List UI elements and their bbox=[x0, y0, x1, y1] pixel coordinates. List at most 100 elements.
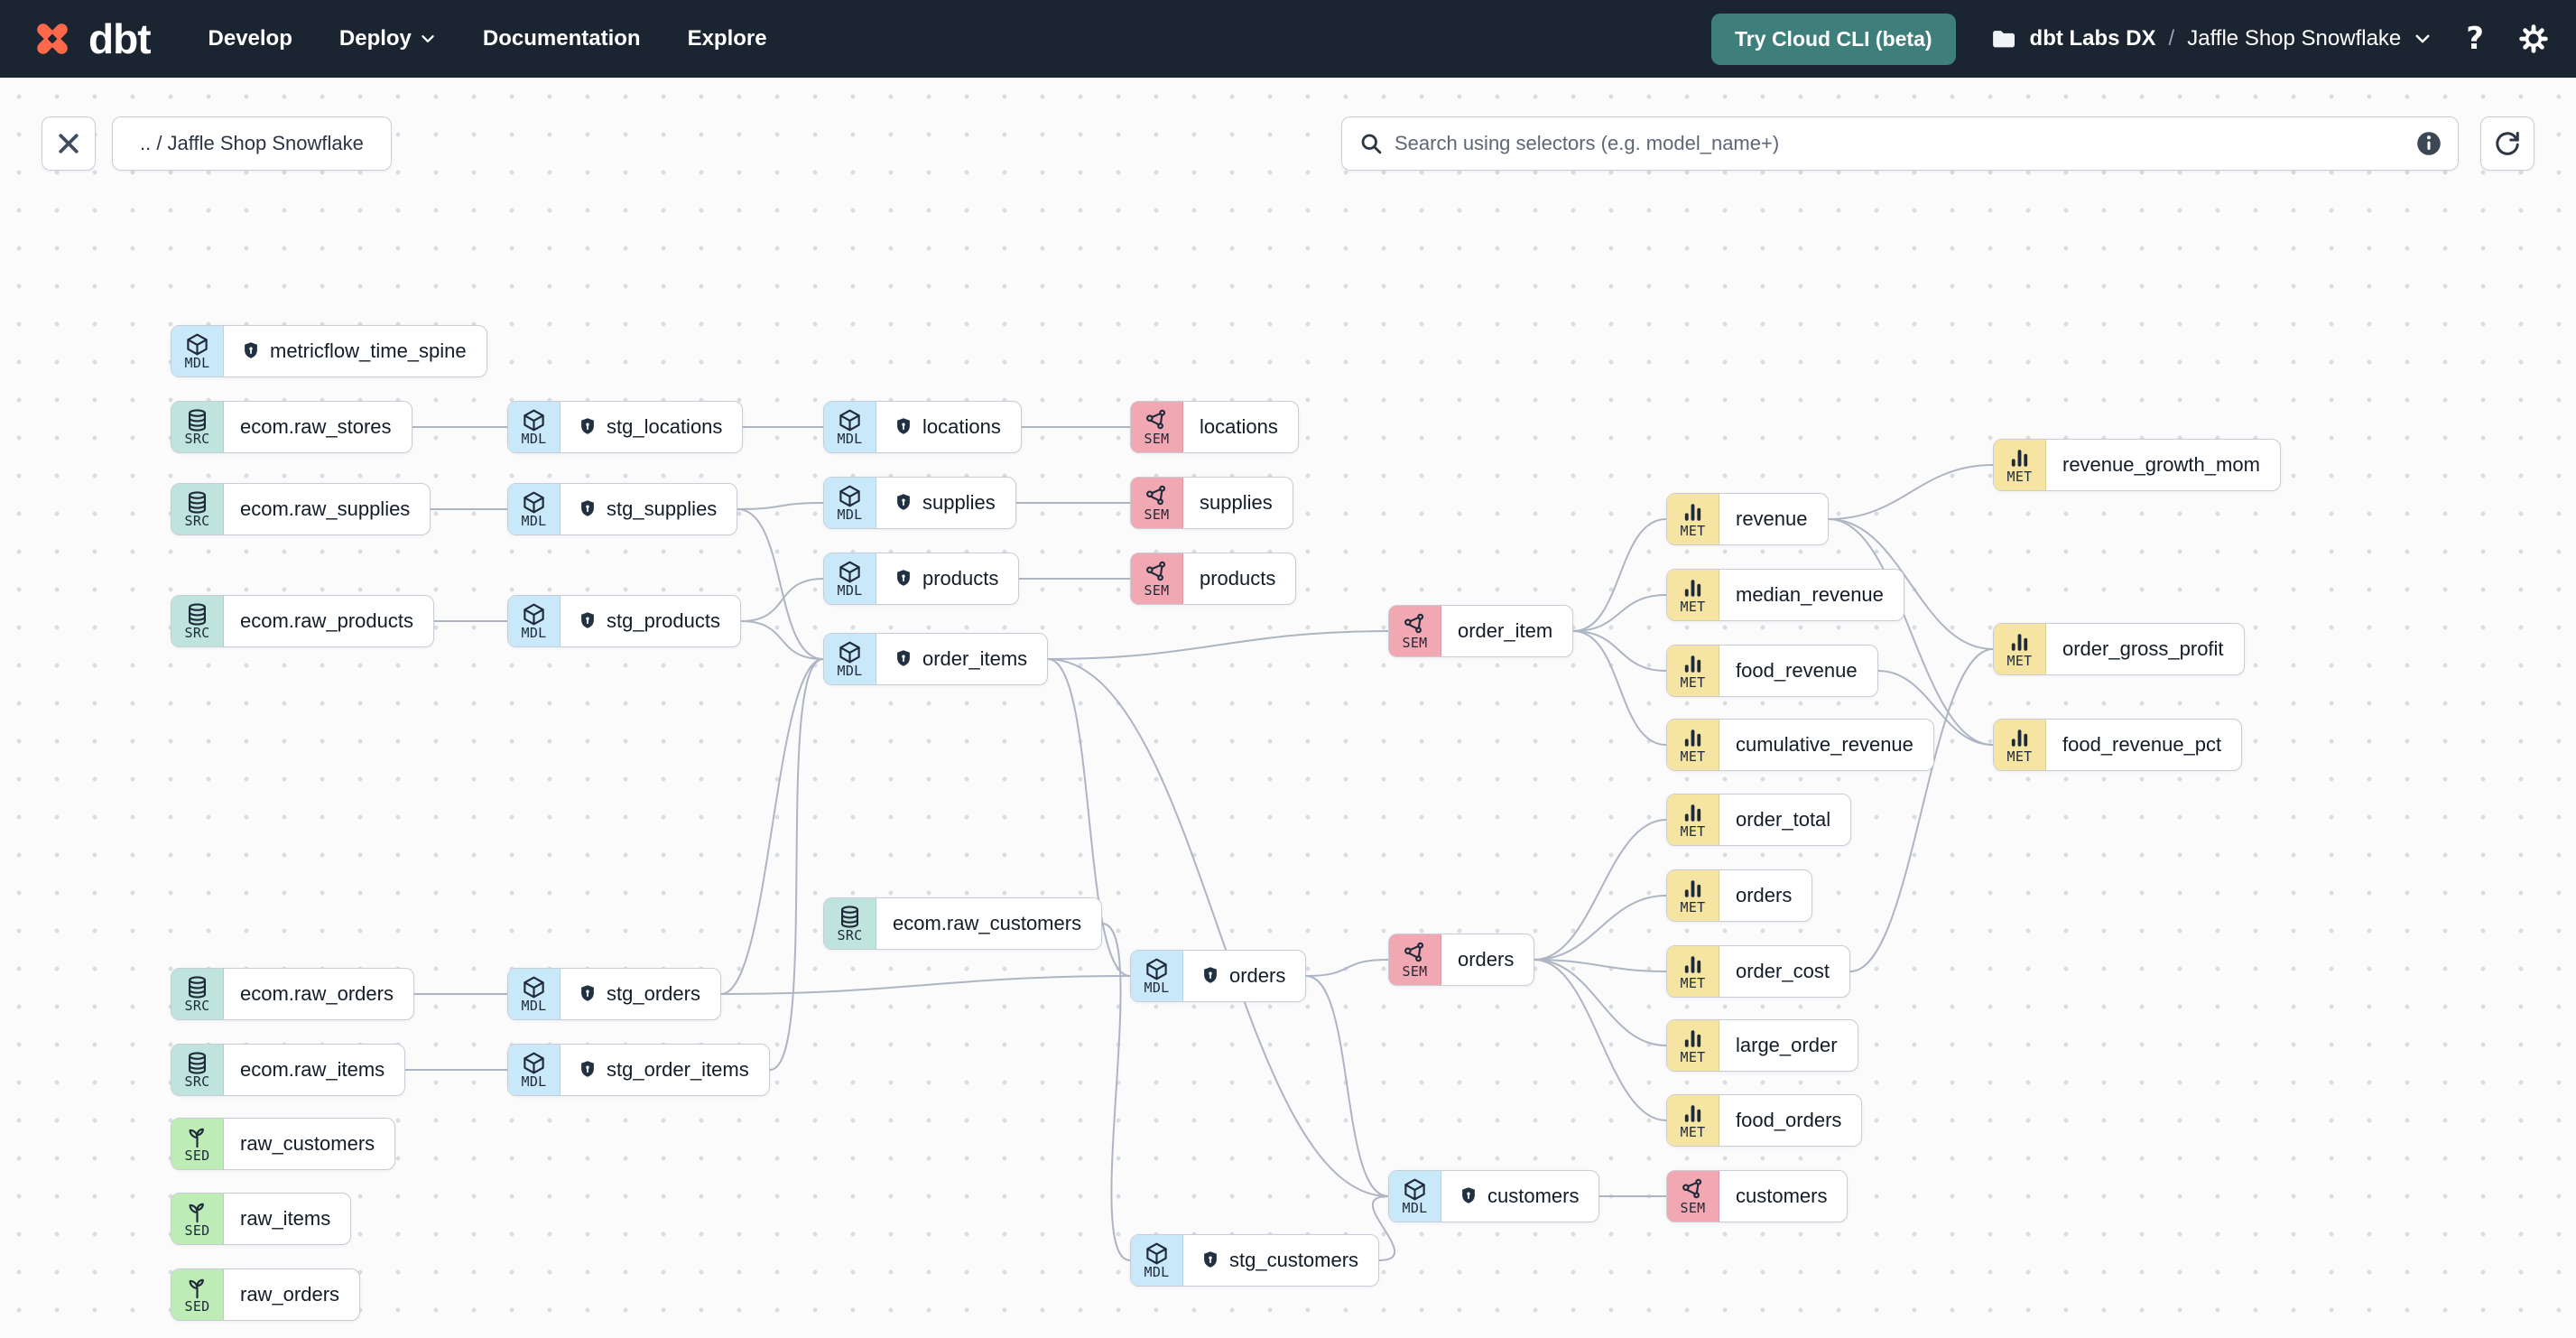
shield-contract-icon bbox=[897, 418, 910, 434]
shield-contract-icon bbox=[581, 985, 594, 1001]
help-icon: ? bbox=[2466, 21, 2484, 57]
node-body: stg_products bbox=[561, 596, 740, 646]
node-body: orders bbox=[1183, 951, 1305, 1001]
node-type-badge: SRC bbox=[171, 484, 224, 534]
node-type-badge: MDL bbox=[508, 484, 561, 534]
nav-item-develop[interactable]: Develop bbox=[208, 26, 292, 51]
refresh-button[interactable] bbox=[2480, 116, 2534, 171]
node-label: raw_items bbox=[240, 1207, 331, 1230]
node-type-badge: MDL bbox=[508, 969, 561, 1019]
node-label: food_revenue bbox=[1736, 659, 1858, 682]
node-src_raw_orders[interactable]: SRC ecom.raw_orders bbox=[171, 968, 414, 1020]
lineage-breadcrumb[interactable]: .. / Jaffle Shop Snowflake bbox=[112, 116, 392, 171]
node-type-label: MET bbox=[1680, 898, 1706, 915]
model-cube-icon bbox=[839, 485, 860, 506]
search-input[interactable] bbox=[1395, 132, 2404, 155]
node-type-label: SED bbox=[184, 1222, 210, 1239]
node-type-label: MDL bbox=[837, 581, 863, 599]
node-label: customers bbox=[1487, 1185, 1580, 1207]
node-label: customers bbox=[1736, 1185, 1828, 1207]
try-cloud-cli-button[interactable]: Try Cloud CLI (beta) bbox=[1711, 13, 1956, 65]
node-type-badge: SRC bbox=[171, 969, 224, 1019]
node-met_revenue_growth_mom[interactable]: MET revenue_growth_mom bbox=[1993, 439, 2281, 491]
node-type-badge: SED bbox=[171, 1269, 224, 1320]
node-sed_raw_items[interactable]: SED raw_items bbox=[171, 1193, 352, 1245]
node-type-label: MDL bbox=[1144, 979, 1170, 996]
settings-button[interactable] bbox=[2518, 23, 2549, 54]
node-body: ecom.raw_orders bbox=[224, 969, 413, 1019]
node-body: stg_order_items bbox=[561, 1045, 769, 1095]
metric-bars-icon bbox=[1684, 503, 1701, 521]
project-switcher[interactable]: dbt Labs DX / Jaffle Shop Snowflake bbox=[1990, 25, 2432, 52]
dbt-logo[interactable]: dbt bbox=[27, 14, 152, 64]
node-type-label: MDL bbox=[1144, 1263, 1170, 1280]
nav-item-deploy[interactable]: Deploy bbox=[339, 26, 436, 51]
node-label: locations bbox=[1200, 415, 1278, 438]
close-icon bbox=[59, 134, 79, 153]
node-type-badge: SEM bbox=[1131, 478, 1183, 528]
info-icon[interactable] bbox=[2414, 129, 2443, 158]
semantic-model-icon bbox=[1146, 485, 1166, 505]
node-met_order_total[interactable]: MET order_total bbox=[1666, 794, 1852, 846]
node-type-label: MET bbox=[1680, 822, 1706, 840]
edge-mdl_orders--mdl_customers bbox=[1305, 975, 1389, 1197]
lineage-canvas[interactable]: .. / Jaffle Shop Snowflake MDLmetricflow… bbox=[0, 78, 2576, 1338]
nav-item-documentation[interactable]: Documentation bbox=[483, 26, 641, 51]
shield-contract-icon bbox=[245, 342, 257, 358]
node-label: stg_supplies bbox=[607, 497, 718, 520]
node-label: revenue_growth_mom bbox=[2062, 453, 2260, 476]
close-lineage-button[interactable] bbox=[42, 116, 96, 171]
nav-item-explore[interactable]: Explore bbox=[688, 26, 767, 51]
node-type-label: SRC bbox=[184, 624, 210, 641]
metric-bars-icon bbox=[1684, 879, 1701, 897]
shield-contract-icon bbox=[581, 500, 594, 516]
shield-contract-icon bbox=[581, 612, 594, 628]
node-mdl_orders[interactable]: MDL orders bbox=[1130, 950, 1307, 1002]
node-type-label: SEM bbox=[1144, 581, 1170, 599]
node-body: order_total bbox=[1719, 794, 1850, 845]
node-label: large_order bbox=[1736, 1034, 1838, 1056]
node-type-label: MET bbox=[2006, 468, 2033, 485]
node-type-label: SRC bbox=[184, 997, 210, 1014]
help-button[interactable]: ? bbox=[2466, 21, 2484, 57]
node-mdl_stg_supplies[interactable]: MDL stg_supplies bbox=[507, 483, 738, 535]
node-body: orders bbox=[1441, 934, 1534, 985]
main-nav: Develop Deploy Documentation Explore bbox=[208, 26, 767, 51]
edge-mdl_order_items--sem_order_item bbox=[1047, 630, 1389, 660]
node-label: ecom.raw_items bbox=[240, 1058, 385, 1081]
